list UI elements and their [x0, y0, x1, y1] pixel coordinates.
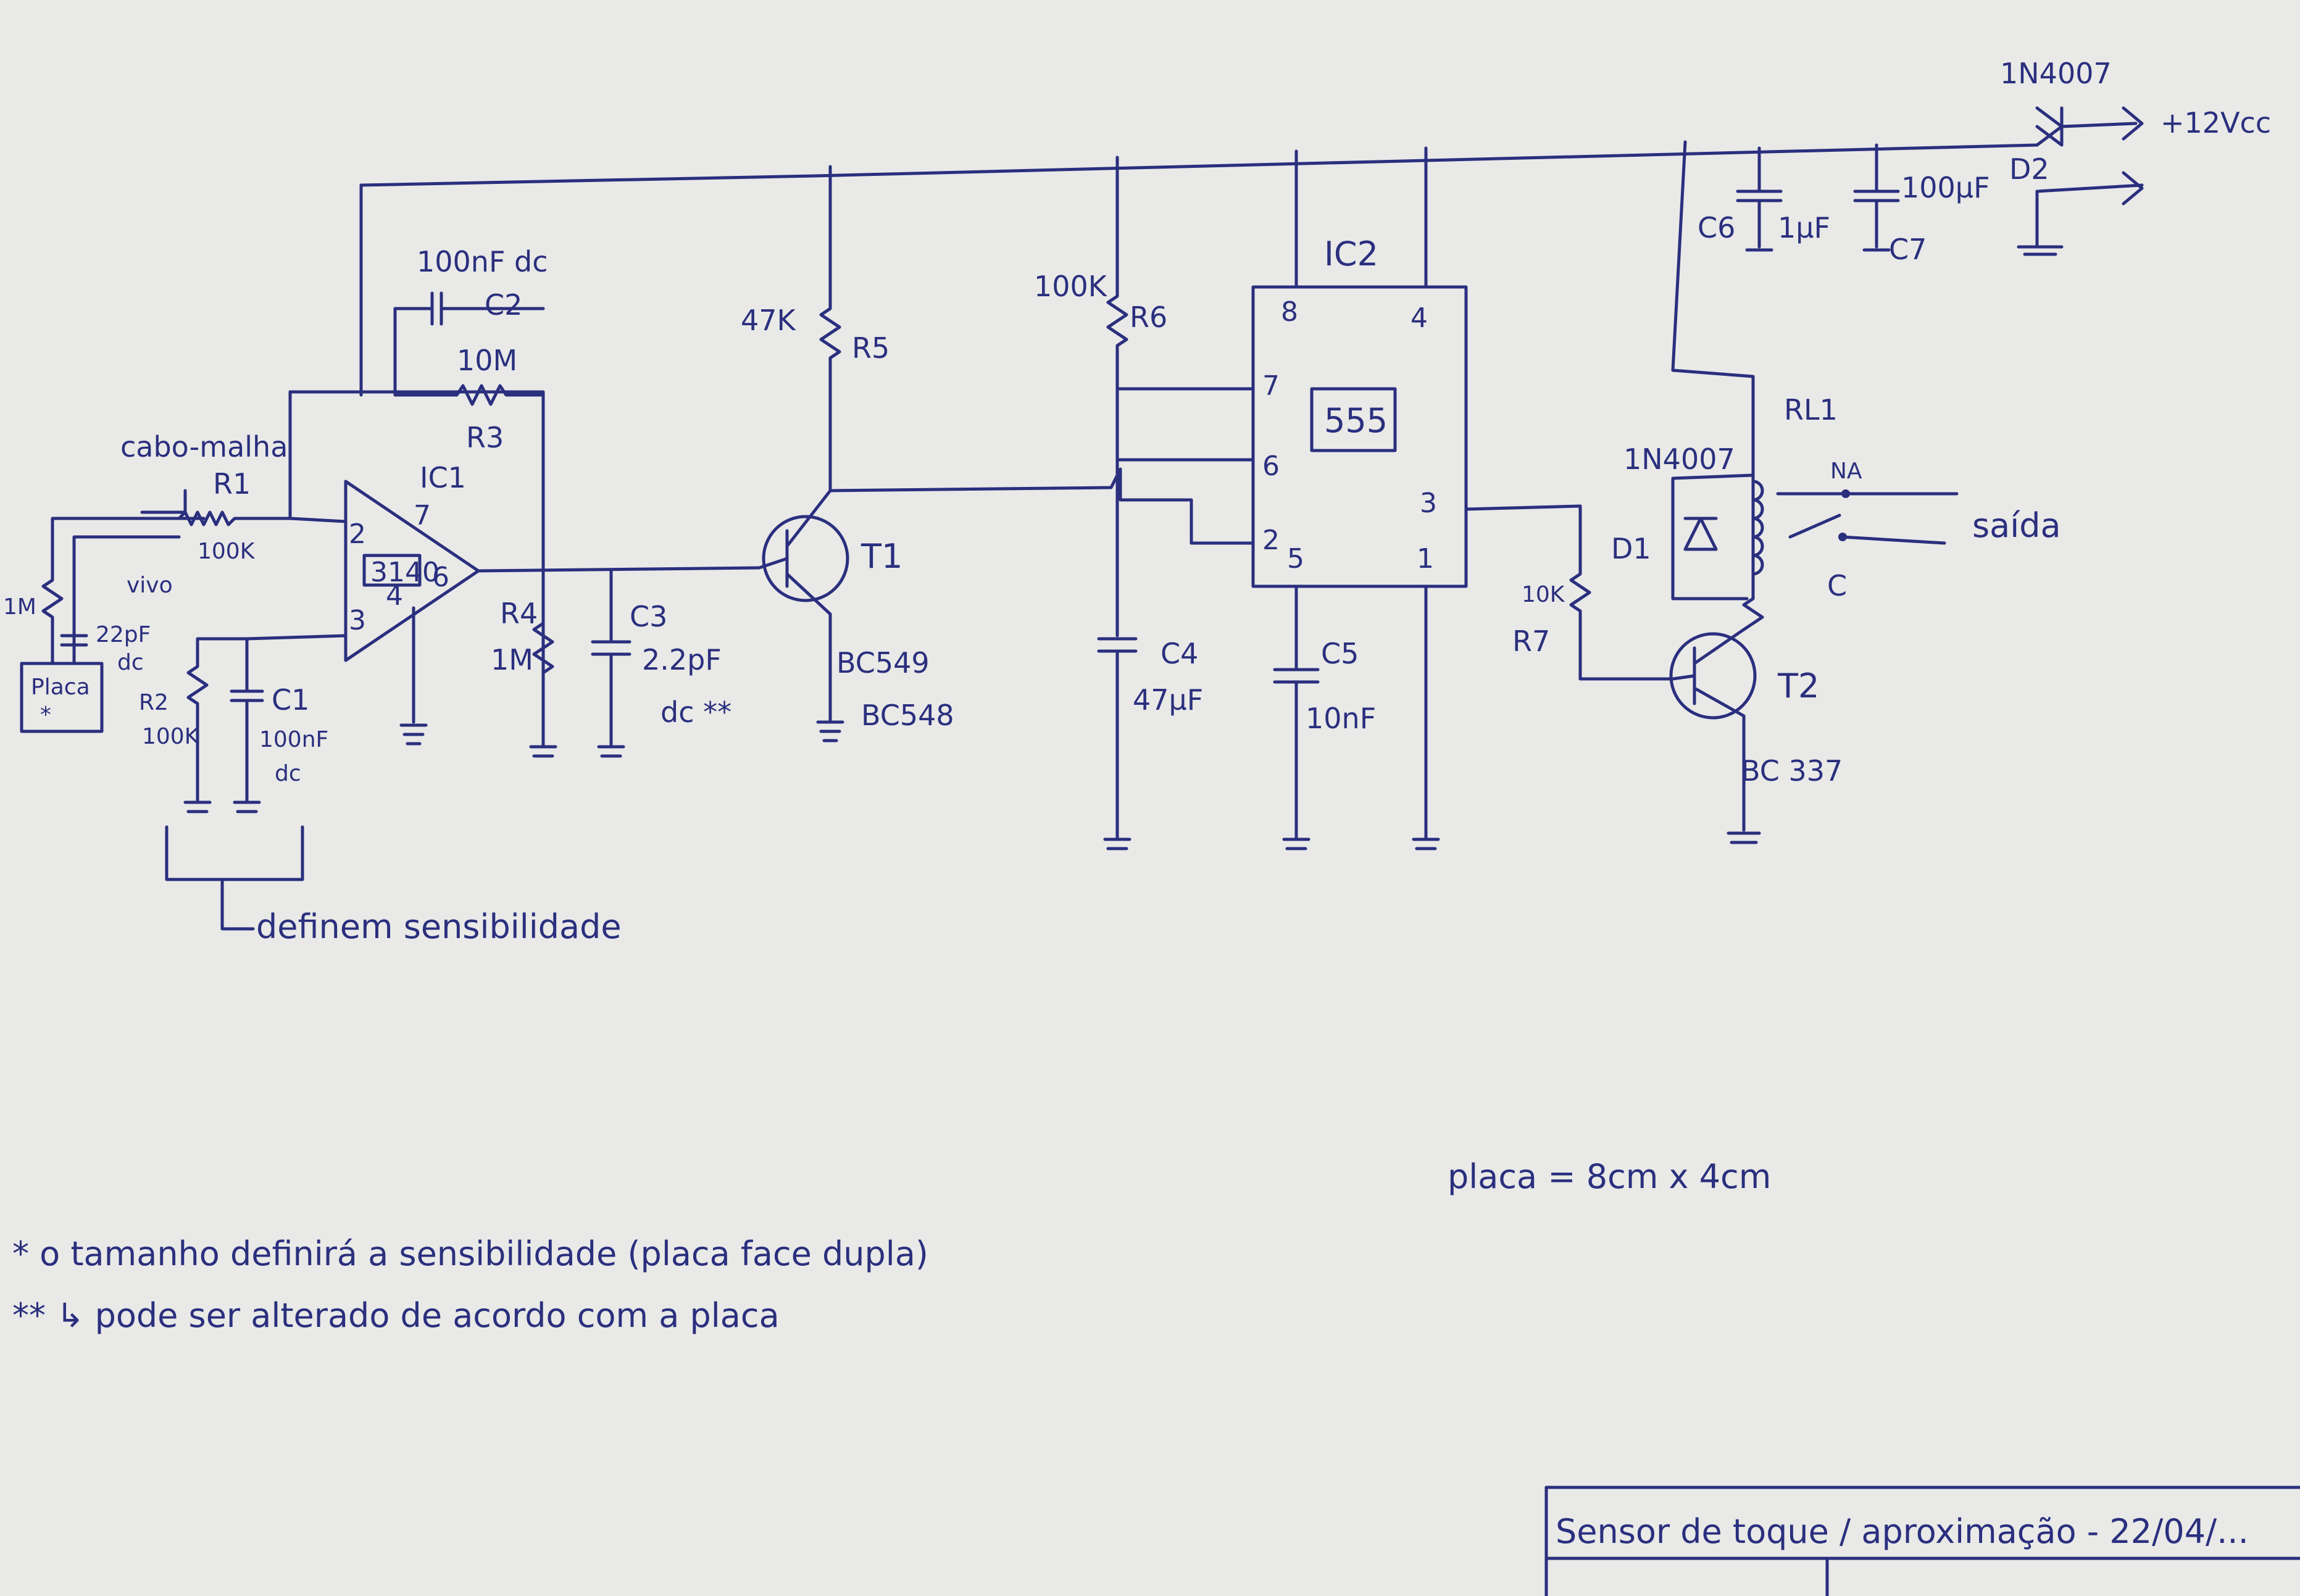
r3-label: R3	[466, 421, 504, 454]
c5-label: C5	[1321, 637, 1359, 670]
timer-pin2: 2	[1262, 525, 1280, 556]
timer-pin8: 8	[1281, 296, 1298, 328]
r3-value: 10M	[457, 344, 517, 377]
sensor-plate-mark: *	[40, 702, 51, 728]
vivo-label: vivo	[127, 573, 173, 598]
opamp-pin6: 6	[432, 562, 449, 593]
t2-model: BC 337	[1741, 754, 1843, 788]
c5-value: 10nF	[1306, 702, 1376, 735]
output-stage	[1569, 140, 1959, 844]
r-in-value: 1M	[3, 594, 36, 620]
ic1-label: IC1	[420, 461, 466, 494]
c6-value: 1µF	[1778, 211, 1830, 244]
timer-ic2	[1097, 146, 1582, 850]
r5-value: 47K	[741, 304, 797, 337]
relay-c-label: C	[1827, 569, 1847, 602]
d2-label: D2	[2009, 152, 2049, 186]
c6-label: C6	[1698, 211, 1735, 244]
c1-label: C1	[272, 683, 309, 717]
c3-value: 2.2pF	[642, 643, 722, 676]
timer-pin1: 1	[1417, 543, 1434, 575]
t1-label: T1	[860, 537, 902, 576]
r2-label: R2	[139, 690, 169, 715]
c3-label: C3	[630, 600, 667, 633]
c4-label: C4	[1160, 637, 1198, 670]
r4-value: 1M	[491, 643, 533, 676]
r4-label: R4	[500, 597, 538, 630]
t1-model-b: BC548	[861, 699, 954, 732]
d1-label: D1	[1611, 532, 1651, 565]
timer-pin6: 6	[1262, 451, 1280, 482]
t1-model-a: BC549	[836, 646, 930, 680]
r7-value: 10K	[1522, 582, 1565, 607]
c4-value: 47µF	[1133, 683, 1203, 717]
c1-type: dc	[275, 761, 301, 786]
cable-label: cabo-malha	[120, 430, 288, 463]
r2-value: 100K	[142, 724, 200, 749]
supply-rail	[359, 106, 2144, 397]
r6-label: R6	[1130, 301, 1167, 334]
timer-chip-label: 555	[1324, 401, 1388, 440]
board-size-note: placa = 8cm x 4cm	[1448, 1157, 1771, 1196]
d1-model: 1N4007	[1623, 443, 1735, 476]
timer-pin3: 3	[1420, 488, 1437, 519]
opamp-pin4: 4	[386, 580, 403, 612]
ic2-label: IC2	[1324, 235, 1378, 273]
c-in-value: 22pF	[96, 622, 151, 647]
c3-type: dc **	[660, 696, 731, 729]
timer-pin5: 5	[1287, 543, 1304, 575]
r1-label: R1	[213, 467, 251, 501]
c-in-type: dc	[117, 650, 144, 675]
opamp-pin2: 2	[349, 518, 366, 550]
relay-label: RL1	[1784, 393, 1838, 426]
c7-label: C7	[1889, 233, 1927, 266]
timer-pin4: 4	[1410, 302, 1428, 334]
note-1: * o tamanho definirá a sensibilidade (pl…	[12, 1234, 928, 1273]
opamp-pin3: 3	[349, 605, 366, 636]
d2-diode-model: 1N4007	[2000, 57, 2112, 90]
t2-label: T2	[1777, 667, 1819, 705]
c1-value: 100nF	[259, 727, 328, 752]
opamp-model: 3140	[370, 557, 440, 588]
vcc-label: +12Vcc	[2160, 106, 2271, 139]
transistor-t1	[757, 165, 1255, 742]
c2-value: 100nF dc	[417, 245, 548, 278]
title-text: Sensor de toque / aproximação - 22/04/..…	[1556, 1512, 2249, 1551]
sensor-plate-label: Placa	[31, 675, 90, 700]
c2-label: C2	[485, 288, 522, 322]
sensor-input	[20, 489, 292, 733]
r6-value: 100K	[1034, 270, 1108, 303]
timer-pin7: 7	[1262, 370, 1280, 402]
sensor-plate	[20, 662, 104, 733]
note-2: ** ↳ pode ser alterado de acordo com a p…	[12, 1296, 780, 1335]
opamp-ic1	[183, 291, 761, 813]
relay-na-label: NA	[1830, 459, 1862, 484]
opamp-pin7: 7	[414, 500, 431, 531]
r7-label: R7	[1512, 625, 1550, 658]
r5-label: R5	[852, 331, 890, 365]
r1-value: 100K	[198, 539, 256, 564]
output-saida-label: saída	[1972, 506, 2061, 545]
c7-value: 100µF	[1901, 171, 1990, 204]
sensitivity-note: definem sensibilidade	[256, 907, 622, 946]
sensitivity-bracket	[165, 825, 304, 931]
title-block	[1544, 1486, 2300, 1596]
